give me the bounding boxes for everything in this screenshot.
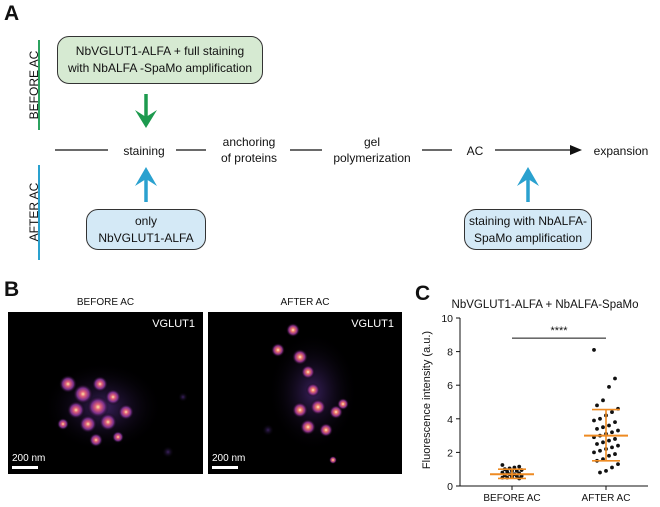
blue-arrow-right-icon [517,167,539,202]
data-point [601,440,605,445]
y-tick-label: 2 [447,447,453,459]
after-ac-box-left: only NbVGLUT1-ALFA [86,209,206,250]
scale-right-bar [212,466,238,469]
micro-image-after: VGLUT1 200 nm [208,312,402,474]
x-tick-label: BEFORE AC [483,493,540,504]
data-point [610,410,614,414]
step-gel-line1: gel [363,135,380,149]
after-ac-box-right: staining with NbALFA- SpaMo amplificatio… [464,209,592,250]
after-ac-box-left-line2: NbVGLUT1-ALFA [98,230,194,245]
micro-after-svg [262,323,358,464]
chart-ylabel: Fluorescence intensity (a.u.) [421,331,433,469]
step-anchoring-line1: anchoring [222,135,276,149]
workflow-lines [55,94,582,202]
data-point [601,425,605,430]
workflow-arrowhead [570,145,582,155]
y-tick-label: 8 [447,347,453,359]
data-point [610,445,614,450]
step-ac: AC [466,144,484,158]
data-point [595,426,599,431]
data-point [610,430,614,435]
data-point [598,470,602,475]
scale-right-text: 200 nm [212,453,246,464]
after-ac-bracket [38,165,40,260]
micro-image-before: VGLUT1 200 nm [8,312,203,474]
data-point [613,376,617,381]
data-point [601,398,605,403]
data-point [604,468,608,473]
step-anchoring: anchoring of proteins [208,134,290,166]
step-anchoring-line2: of proteins [220,151,278,165]
step-gel-line2: polymerization [333,151,411,165]
data-point [613,437,617,441]
after-ac-box-right-line2: SpaMo amplification [473,230,583,245]
before-ac-box-line2: with NbALFA -SpaMo amplification [67,61,253,75]
green-arrow-icon [135,94,157,128]
micro-left-title: BEFORE AC [76,297,135,308]
data-point [517,464,522,469]
micro-before-svg [43,362,188,458]
data-point [607,453,611,458]
micro-right-tag: VGLUT1 [351,318,394,330]
panel-b-letter: B [4,278,20,301]
y-tick-label: 4 [447,414,453,426]
significance-label: **** [550,325,568,337]
data-point [598,448,602,453]
scale-left-text: 200 nm [12,453,46,464]
data-point [592,348,596,352]
data-point [595,403,599,408]
chart-c: NbVGLUT1-ALFA + NbALFA-SpaMo Fluorescenc… [421,299,648,504]
data-point [610,465,614,470]
chart-marks: **** [490,325,628,481]
data-point [592,418,596,423]
y-tick-label: 10 [441,313,453,325]
panel-c-letter: C [415,282,431,305]
scale-left-bar [12,466,38,469]
blue-arrow-left-icon [135,167,157,202]
after-ac-box-left-line1: only [134,213,157,228]
chart-title: NbVGLUT1-ALFA + NbALFA-SpaMo [452,299,639,311]
data-point [616,443,620,448]
step-staining: staining [123,144,165,158]
micro-right-title: AFTER AC [280,297,330,308]
data-point [613,452,617,456]
data-point [607,423,611,428]
micro-left-tag: VGLUT1 [152,318,195,330]
before-ac-box: NbVGLUT1-ALFA + full staining with NbALF… [57,36,263,84]
data-point [616,428,620,433]
panel-a-letter: A [4,2,20,25]
after-ac-box-right-line1: staining with NbALFA- [468,213,588,228]
y-tick-label: 0 [447,481,453,493]
before-ac-box-line1: NbVGLUT1-ALFA + full staining [75,44,245,58]
data-point [500,463,505,467]
data-point [607,438,611,443]
y-tick-label: 6 [447,380,453,392]
x-tick-label: AFTER AC [582,493,631,504]
data-point [613,420,617,425]
data-point [607,384,611,389]
data-point [616,462,620,467]
step-gel: gel polymerization [322,134,422,166]
step-expansion: expansion [593,144,649,158]
data-point [592,450,596,455]
data-point [598,416,602,421]
before-ac-bracket [38,40,40,130]
data-point [595,442,599,446]
data-point [505,469,510,474]
